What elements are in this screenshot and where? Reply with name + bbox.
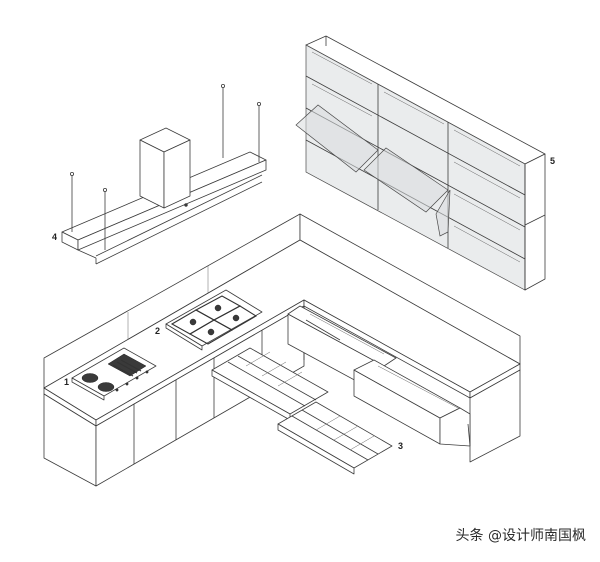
open-drawers [287,305,471,447]
induction-cooktop [71,347,157,401]
wall-cabinet-unit [295,35,546,291]
callout-1-label: 1 [64,377,70,387]
callout-3-label: 3 [398,441,404,451]
hood-rack-unit [61,84,267,265]
drawer-inserts [211,347,393,475]
countertop [43,239,521,427]
callout-4-label: 4 [52,232,58,242]
callout-2-label: 2 [155,326,161,336]
gas-hob [165,289,263,351]
callout-5-label: 5 [550,156,556,166]
watermark: 头条 @设计师南国枫 [455,528,586,544]
